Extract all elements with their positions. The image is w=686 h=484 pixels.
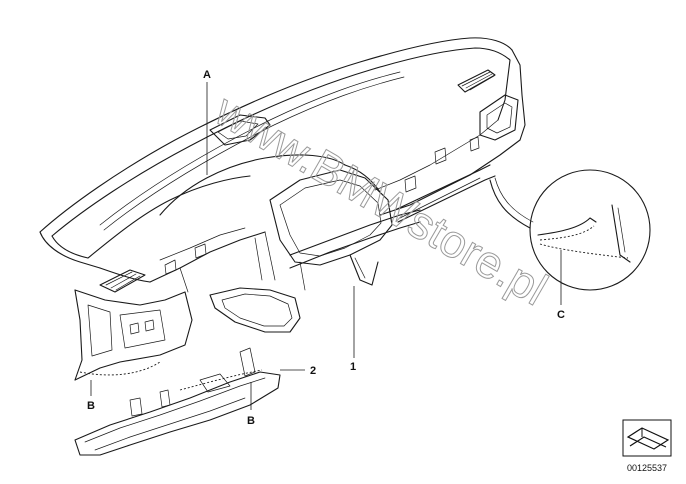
diagram-code: 00125537	[627, 463, 667, 473]
dashboard-panel	[39, 37, 526, 381]
callout-a: A	[203, 69, 211, 81]
leader-lines	[90, 82, 562, 410]
lower-trim-strip	[74, 347, 281, 456]
callout-b-left: B	[87, 400, 95, 412]
watermark: www.BMWstore.pl	[206, 83, 556, 315]
detail-circle-c	[489, 169, 651, 291]
callout-part-2: 2	[310, 365, 316, 377]
catalog-arrow-icon	[622, 419, 672, 457]
callout-b-trim: B	[247, 415, 255, 427]
seam-trim	[179, 369, 263, 391]
callout-c: C	[557, 309, 565, 321]
seam-left	[79, 361, 161, 376]
callout-part-1: 1	[350, 361, 356, 373]
